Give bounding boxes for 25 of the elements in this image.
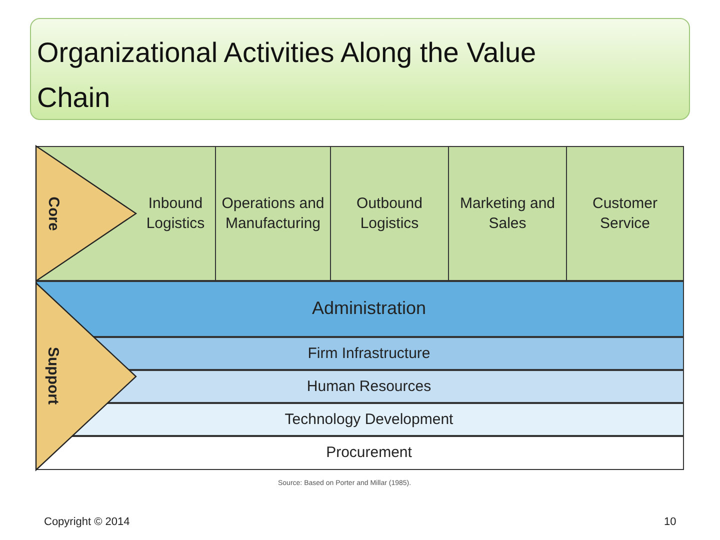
activity-cell bbox=[216, 146, 331, 281]
activity-label: Marketing and Sales bbox=[458, 194, 556, 233]
activity-band bbox=[136, 281, 684, 337]
activity-band bbox=[136, 337, 684, 370]
activity-cell bbox=[567, 146, 684, 281]
activity-label: Outbound Logistics bbox=[356, 194, 424, 233]
activity-cell bbox=[136, 146, 216, 281]
activity-label: Inbound Logistics bbox=[145, 194, 206, 233]
activity-band bbox=[136, 370, 684, 403]
copyright-note: Copyright © 2014 bbox=[44, 516, 130, 528]
activity-band bbox=[136, 436, 684, 470]
activity-band bbox=[136, 403, 684, 436]
activity-cell bbox=[449, 146, 567, 281]
activity-label: Customer Service bbox=[591, 194, 659, 233]
title-banner: Organizational Activities Along the Value Chain bbox=[30, 18, 690, 120]
activity-label: Firm Infrastructure bbox=[306, 344, 432, 364]
activity-label: Technology Development bbox=[284, 410, 454, 430]
activity-cell bbox=[331, 146, 449, 281]
activity-label: Human Resources bbox=[306, 376, 432, 396]
activity-label: Procurement bbox=[325, 443, 413, 463]
section-label: Support bbox=[44, 346, 62, 404]
activity-label: Administration bbox=[310, 297, 428, 320]
activity-label: Operations and Manufacturing bbox=[220, 194, 326, 233]
page-number: 10 bbox=[664, 516, 676, 528]
section-label: Core bbox=[44, 196, 63, 230]
